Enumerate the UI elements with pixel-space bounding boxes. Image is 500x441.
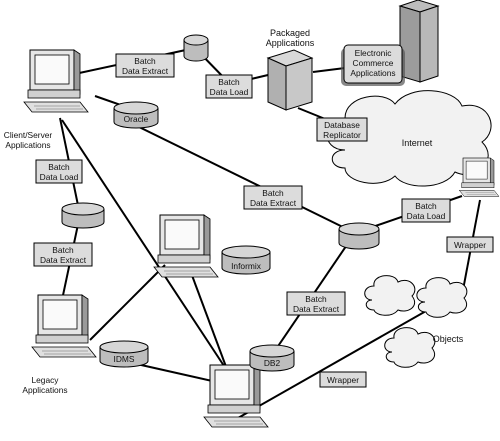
svg-text:Wrapper: Wrapper bbox=[454, 240, 486, 250]
packaged-applications-server bbox=[266, 49, 314, 111]
svg-text:Wrapper: Wrapper bbox=[327, 375, 359, 385]
informix-label: Informix bbox=[231, 261, 262, 271]
svg-text:Batch: Batch bbox=[48, 162, 70, 172]
db2-computer bbox=[203, 364, 269, 428]
batch-extract-top-box: Batch Data Extract bbox=[115, 53, 175, 78]
batch-load-left-box: Batch Data Load bbox=[35, 159, 83, 184]
ecommerce-label-2: Commerce bbox=[353, 58, 394, 68]
objects-label: Objects bbox=[433, 334, 464, 344]
ecommerce-applications-box: Electronic Commerce Applications bbox=[341, 44, 405, 86]
database-replicator-box: Database Replicator bbox=[316, 117, 368, 142]
batch-extract-mid-box: Batch Data Extract bbox=[243, 185, 303, 210]
svg-text:Batch: Batch bbox=[262, 188, 284, 198]
db-cylinder-left bbox=[61, 202, 105, 229]
svg-text:Data Extract: Data Extract bbox=[250, 198, 297, 208]
db2-database: DB2 bbox=[249, 344, 295, 372]
svg-text:Replicator: Replicator bbox=[323, 130, 361, 140]
batch-load-top-box: Batch Data Load bbox=[205, 74, 253, 99]
wrapper-bottom-box: Wrapper bbox=[319, 371, 367, 388]
internet-computer bbox=[458, 157, 500, 197]
idms-label: IDMS bbox=[114, 354, 135, 364]
client-server-computer bbox=[23, 49, 89, 113]
wrapper-right-box: Wrapper bbox=[446, 236, 494, 253]
svg-text:Data Extract: Data Extract bbox=[40, 255, 87, 265]
legacy-label-2: Applications bbox=[22, 385, 67, 395]
svg-text:Data Extract: Data Extract bbox=[122, 66, 169, 76]
oracle-label: Oracle bbox=[124, 114, 149, 124]
internet-cloud bbox=[326, 90, 492, 187]
svg-text:Data Extract: Data Extract bbox=[293, 304, 340, 314]
svg-text:Batch: Batch bbox=[415, 201, 437, 211]
legacy-label-1: Legacy bbox=[31, 375, 59, 385]
svg-text:Batch: Batch bbox=[134, 56, 156, 66]
batch-load-right-box: Batch Data Load bbox=[401, 198, 451, 223]
svg-text:Batch: Batch bbox=[305, 294, 327, 304]
batch-extract-low-box: Batch Data Extract bbox=[286, 291, 346, 316]
ecommerce-label-3: Applications bbox=[350, 68, 395, 78]
svg-text:Data Load: Data Load bbox=[210, 87, 249, 97]
client-server-label-1: Client/Server bbox=[4, 130, 53, 140]
legacy-computer bbox=[31, 294, 97, 358]
packaged-apps-label-2: Applications bbox=[266, 38, 315, 48]
packaged-apps-label-1: Packaged bbox=[270, 28, 310, 38]
svg-text:Data Load: Data Load bbox=[407, 211, 446, 221]
ecommerce-tower bbox=[398, 0, 440, 83]
svg-text:Data Load: Data Load bbox=[40, 172, 79, 182]
oracle-database: Oracle bbox=[113, 101, 159, 129]
svg-text:Database: Database bbox=[324, 120, 360, 130]
svg-text:Batch: Batch bbox=[52, 245, 74, 255]
client-server-label-2: Applications bbox=[5, 140, 50, 150]
svg-text:Batch: Batch bbox=[218, 77, 240, 87]
idms-database: IDMS bbox=[99, 340, 149, 368]
db2-label: DB2 bbox=[264, 358, 281, 368]
informix-computer bbox=[153, 214, 219, 278]
informix-database: Informix bbox=[221, 245, 271, 275]
objects-clouds bbox=[364, 275, 468, 368]
internet-label: Internet bbox=[402, 138, 433, 148]
db-cylinder-center bbox=[338, 222, 380, 250]
ecommerce-label-1: Electronic bbox=[355, 48, 392, 58]
batch-extract-left-box: Batch Data Extract bbox=[33, 242, 93, 267]
db-cylinder-top bbox=[183, 34, 209, 62]
